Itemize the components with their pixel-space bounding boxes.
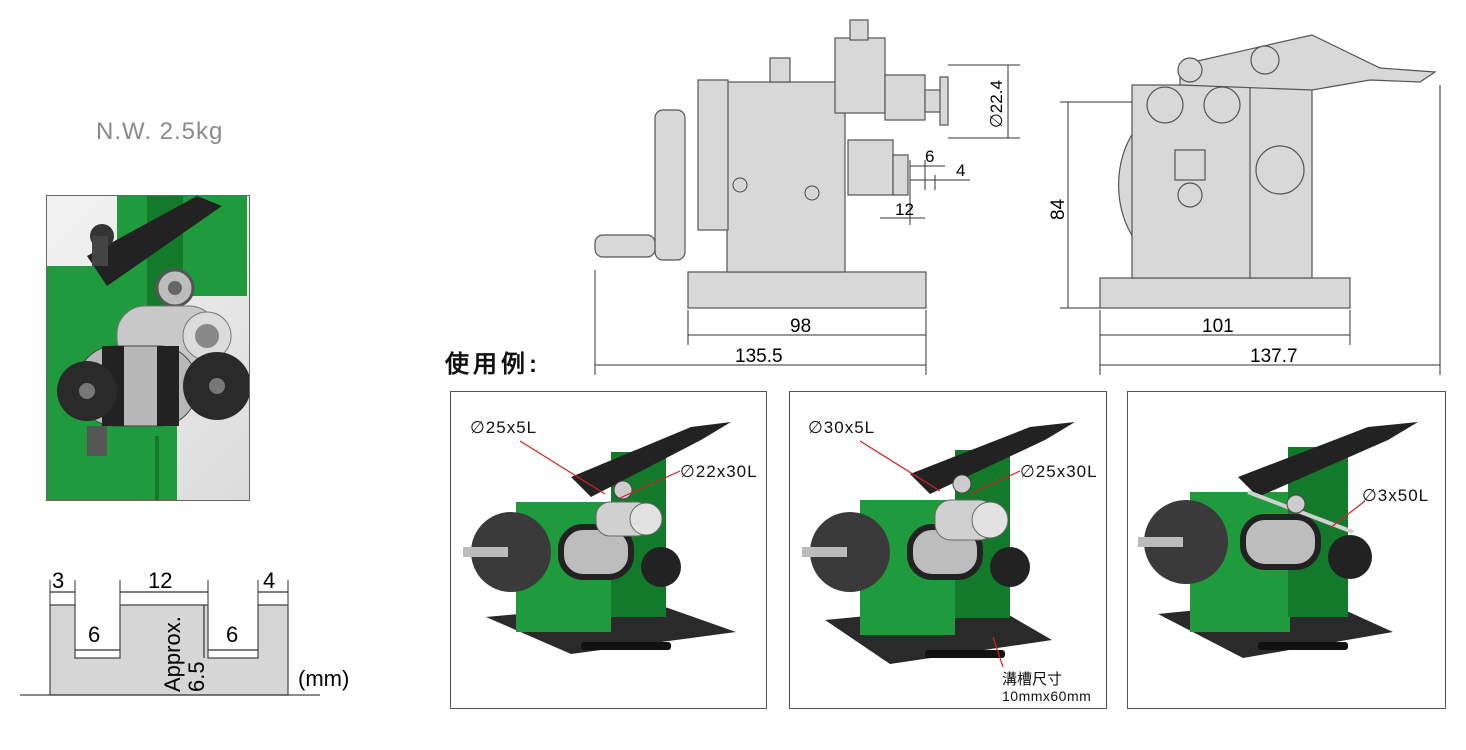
front-dim-total: 137.7 xyxy=(1250,346,1298,367)
example-2-label-a: ∅30x5L xyxy=(808,418,876,437)
side-dim-4: 4 xyxy=(956,161,965,180)
example-1-illustration xyxy=(463,422,736,654)
groove-dim-4: 4 xyxy=(263,568,275,593)
side-view-drawing: ∅22.4 6 4 12 98 135.5 xyxy=(594,19,1020,375)
side-dim-6: 6 xyxy=(925,147,934,166)
example-3-pointer-line xyxy=(1329,500,1366,529)
example-1-label-b: ∅22x30L xyxy=(680,462,758,481)
example-2-pointer-lines xyxy=(859,440,1021,495)
net-weight-label: N.W. 2.5kg xyxy=(96,118,224,145)
groove-dim-6-right: 6 xyxy=(226,622,238,647)
groove-dim-3: 3 xyxy=(52,568,64,593)
examples-title: 使用例: xyxy=(445,351,541,378)
side-dim-total: 135.5 xyxy=(735,346,783,367)
groove-depth-value: 6.5 xyxy=(184,661,209,692)
example-2-slot-title: 溝槽尺寸 xyxy=(1002,671,1063,688)
groove-depth-label: Approx. xyxy=(160,616,185,692)
groove-unit-label: (mm) xyxy=(298,666,349,691)
example-1-label-a: ∅25x5L xyxy=(470,418,538,437)
example-3-illustration xyxy=(1138,422,1418,658)
groove-dim-6-left: 6 xyxy=(88,622,100,647)
front-view-drawing: 84 101 137.7 xyxy=(1048,34,1441,375)
groove-profile-drawing: 3 12 4 6 6 Approx. 6.5 (mm) xyxy=(20,568,349,696)
example-3-label-a: ∅3x50L xyxy=(1362,486,1430,505)
example-2-label-b: ∅25x30L xyxy=(1020,462,1098,481)
example-panel-3 xyxy=(1127,391,1446,709)
roller-closeup-photo xyxy=(46,195,250,501)
example-2-illustration xyxy=(802,422,1075,664)
example-2-slot-size: 10mmx60mm xyxy=(1002,688,1092,704)
example-panel-1 xyxy=(450,391,767,709)
side-dim-base: 98 xyxy=(790,316,811,337)
side-dim-12: 12 xyxy=(895,200,914,219)
roller-closeup-illustration xyxy=(47,196,249,500)
groove-dim-12: 12 xyxy=(148,568,172,593)
example-1-pointer-lines xyxy=(519,440,681,499)
example-panel-2 xyxy=(789,391,1107,709)
example-2-slot-pointer xyxy=(992,636,1004,668)
side-dim-diameter: ∅22.4 xyxy=(987,80,1006,128)
front-dim-base: 101 xyxy=(1202,316,1234,337)
front-dim-height: 84 xyxy=(1048,198,1069,220)
